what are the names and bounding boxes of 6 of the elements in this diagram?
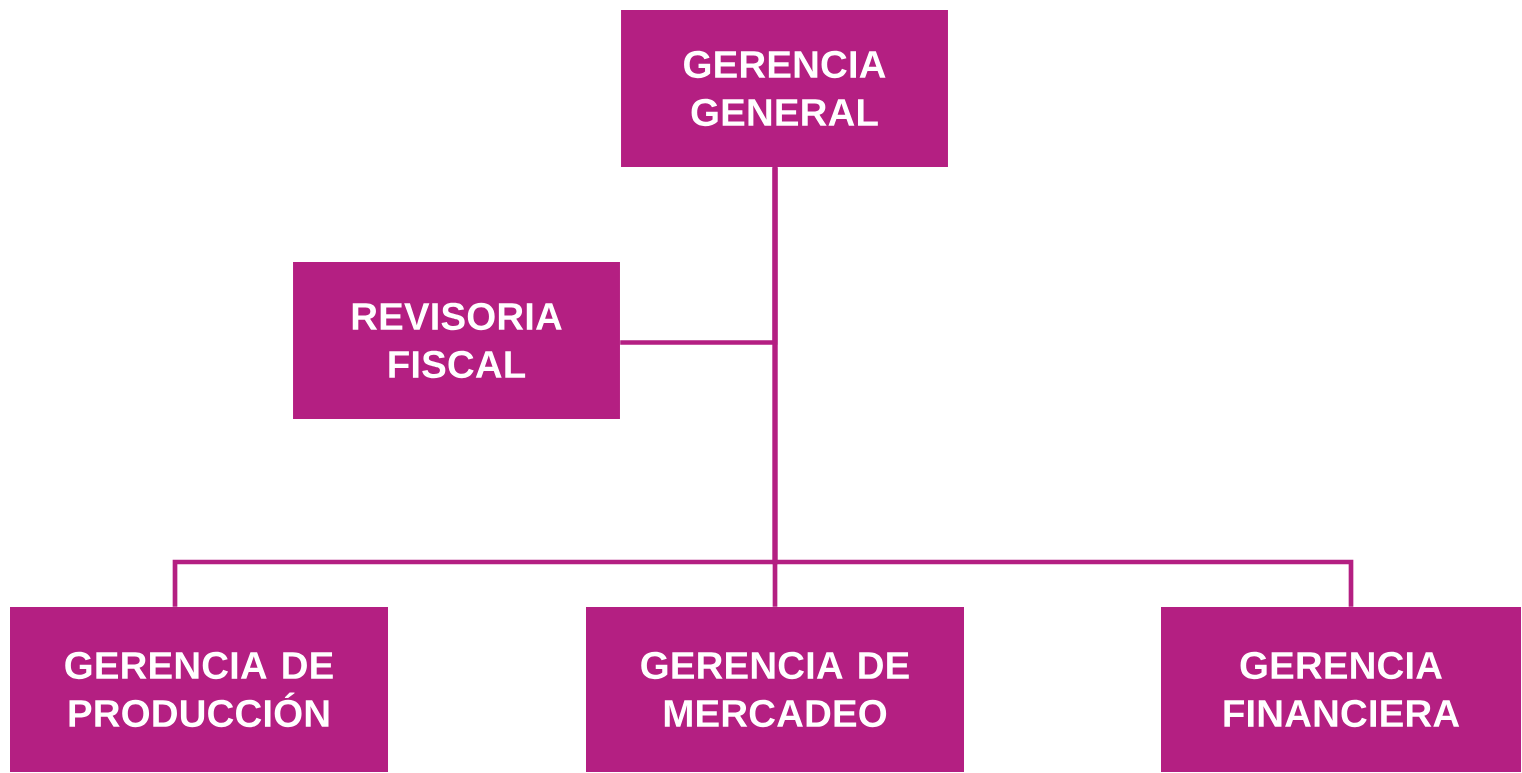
org-box: REVISORIA FISCAL [293, 261, 620, 420]
org-box: GERENCIA DE MERCADEO [586, 606, 964, 773]
org-box: GERENCIA FINANCIERA [1161, 606, 1521, 773]
org-box: GERENCIA DE PRODUCCIÓN [10, 606, 388, 773]
org-box: GERENCIA GENERAL [621, 9, 948, 168]
connector-line [772, 167, 1354, 607]
